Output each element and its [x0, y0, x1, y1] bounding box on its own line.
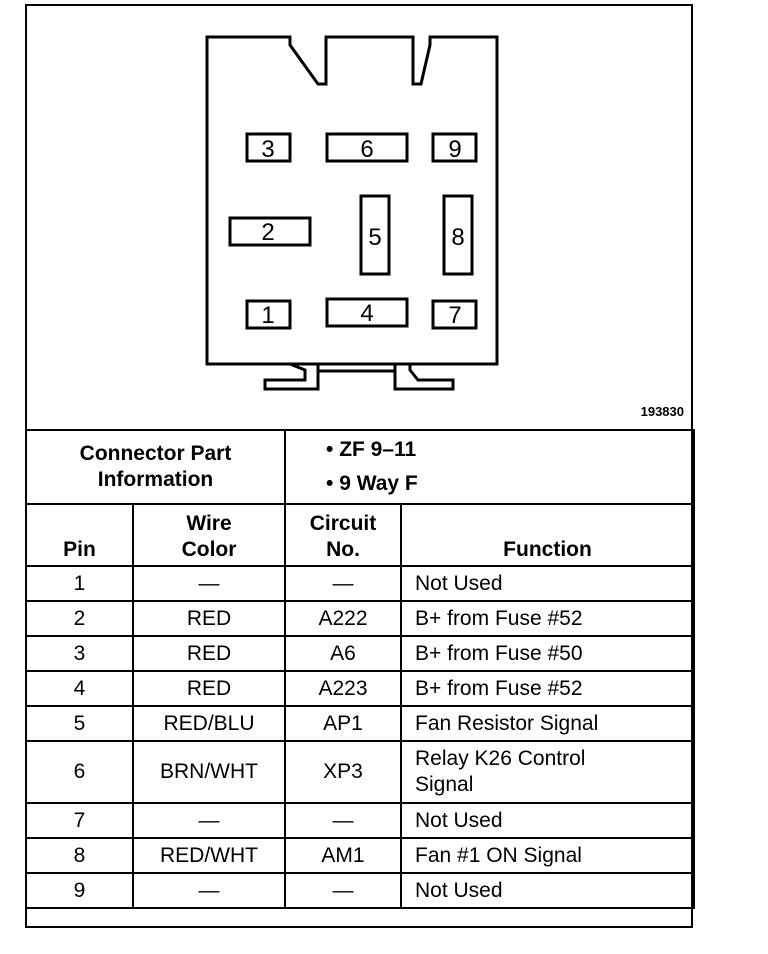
table-row: 8 RED/WHT AM1 Fan #1 ON Signal: [25, 837, 696, 874]
cavity-label-7: 7: [448, 302, 461, 329]
cavity-label-4: 4: [360, 300, 373, 327]
cavity-label-5: 5: [368, 224, 381, 251]
cavity-label-2: 2: [261, 219, 274, 246]
cavity-9: [431, 132, 478, 163]
table-row: 5 RED/BLU AP1 Fan Resistor Signal: [25, 705, 696, 742]
cavity-3: [245, 132, 292, 163]
connector-info-values: ZF 9–11 9 Way F: [283, 429, 696, 505]
cavity-7: [431, 299, 478, 330]
table-row: 4 RED A223 B+ from Fuse #52: [25, 670, 696, 707]
mounting-tab-right: [393, 364, 455, 391]
table-row: 2 RED A222 B+ from Fuse #52: [25, 600, 696, 637]
table-row: 3 RED A6 B+ from Fuse #50: [25, 635, 696, 672]
col-header-pin: Pin: [25, 503, 134, 567]
table-row: 6 BRN/WHT XP3 Relay K26 Control Signal: [25, 740, 696, 804]
connector-part-number: ZF 9–11: [326, 433, 693, 467]
drawing-number: 193830: [640, 404, 684, 419]
cavity-5: [359, 194, 391, 276]
cavity-4: [325, 297, 409, 328]
connector-info-label: Connector Part Information: [25, 429, 286, 505]
cavity-label-3: 3: [261, 136, 274, 163]
connector-type: 9 Way F: [326, 467, 693, 501]
cavity-2: [228, 216, 312, 247]
cavity-label-1: 1: [261, 302, 274, 329]
connector-info-row: Connector Part Information ZF 9–11 9 Way…: [25, 429, 696, 505]
cavity-label-8: 8: [451, 224, 464, 251]
connector-housing: [205, 35, 499, 366]
mounting-tab-left: [263, 362, 320, 391]
cavity-6: [325, 132, 409, 163]
table-row: 9 — — Not Used: [25, 872, 696, 909]
cavity-label-6: 6: [360, 136, 373, 163]
pinout-table: Connector Part Information ZF 9–11 9 Way…: [25, 429, 696, 909]
cavity-8: [442, 194, 474, 276]
col-header-function: Function: [399, 503, 696, 567]
cavity-label-9: 9: [448, 136, 461, 163]
cavity-1: [245, 299, 292, 330]
connector-face-diagram: 3 6 9 2 5 8 1 4 7: [205, 35, 499, 391]
table-row: 7 — — Not Used: [25, 802, 696, 839]
table-row: 1 — — Not Used: [25, 565, 696, 602]
